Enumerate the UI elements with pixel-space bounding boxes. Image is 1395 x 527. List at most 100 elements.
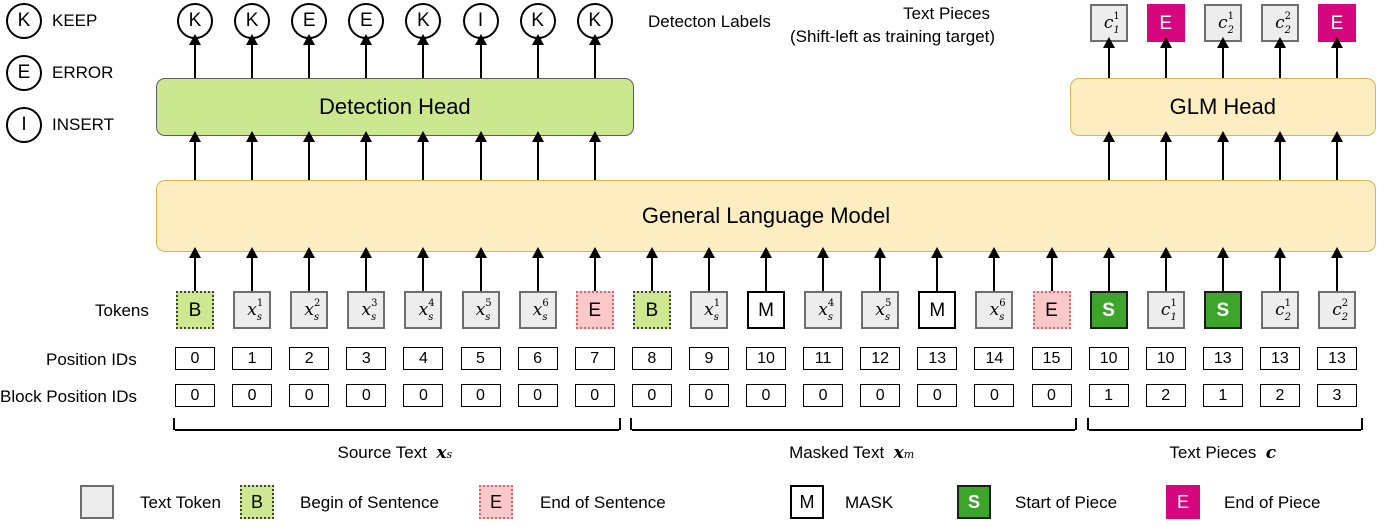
- input-token: E: [1032, 291, 1071, 329]
- backbone-input-arrow: [308, 256, 311, 291]
- glm-output-token: E: [1146, 4, 1185, 42]
- block-position-id-cell: 0: [175, 384, 215, 407]
- backbone-input-arrow: [251, 256, 254, 291]
- legend-swatch-text-token: [80, 485, 114, 519]
- detection-labels-caption: Detecton Labels: [648, 12, 771, 31]
- input-token: M: [918, 291, 957, 329]
- detection-head-input-arrow: [422, 140, 425, 180]
- block-position-id-cell: 0: [917, 384, 958, 407]
- legend-swatch-end-of-piece: E: [1166, 485, 1200, 519]
- detection-label: E: [291, 3, 328, 39]
- glm-head-input-arrow: [1164, 140, 1167, 180]
- segment-label: Masked Text xm: [789, 443, 915, 463]
- detection-label-arrow: [308, 43, 311, 78]
- position-id-cell: 0: [175, 347, 215, 370]
- position-id-cell: 13: [917, 347, 958, 370]
- detection-label-arrow: [365, 43, 368, 78]
- glm-output-arrow: [1107, 46, 1110, 78]
- backbone-input-arrow: [365, 256, 368, 291]
- backbone-input-arrow: [1221, 256, 1224, 291]
- position-id-cell: 6: [517, 347, 558, 370]
- legend-label-error: ERROR: [52, 63, 114, 82]
- position-id-cell: 10: [1145, 347, 1186, 370]
- legend-text-begin-of-sentence: Begin of Sentence: [300, 493, 439, 512]
- backbone-input-arrow: [1336, 256, 1338, 291]
- block-position-id-cell: 0: [746, 384, 786, 407]
- position-id-cell: 13: [1202, 347, 1243, 370]
- backbone-input-arrow: [1050, 256, 1053, 291]
- block-position-id-cell: 1: [1088, 384, 1129, 407]
- glm-head-input-arrow: [1278, 140, 1281, 180]
- input-token: E: [575, 291, 614, 329]
- legend-label-insert: INSERT: [52, 115, 115, 134]
- position-id-cell: 2: [289, 347, 330, 370]
- segment-label: Source Text xs: [337, 443, 453, 463]
- text-pieces-caption-line2: (Shift-left as training target): [790, 27, 996, 46]
- legend-circle-insert: I: [6, 107, 42, 143]
- block-position-id-cell: 0: [803, 384, 844, 407]
- input-token: M: [747, 291, 785, 329]
- backbone-input-arrow: [1278, 256, 1281, 291]
- detection-label: K: [405, 3, 442, 39]
- glm-output-token: E: [1318, 4, 1356, 42]
- legend-circle-keep: K: [6, 3, 42, 39]
- text-pieces-caption-line1: Text Pieces: [903, 4, 990, 23]
- position-id-cell: 10: [746, 347, 786, 370]
- block-position-id-cell: 0: [232, 384, 273, 407]
- backbone-input-arrow: [936, 256, 939, 291]
- segment-bracket: [1086, 418, 1363, 431]
- glm-output-arrow: [1221, 46, 1224, 78]
- detection-head-input-arrow: [479, 140, 482, 180]
- backbone-input-arrow: [1164, 256, 1167, 291]
- backbone-input-arrow: [822, 256, 825, 291]
- position-id-cell: 9: [688, 347, 729, 370]
- block-position-id-cell: 3: [1317, 384, 1357, 407]
- legend-swatch-mask: M: [790, 485, 824, 519]
- segment-label: Text Pieces c: [1169, 443, 1277, 463]
- backbone-input-arrow: [593, 256, 596, 291]
- detection-head-input-arrow: [365, 140, 368, 180]
- position-ids-row-label: Position IDs: [46, 350, 137, 369]
- detection-head-input-arrow: [251, 140, 254, 180]
- detection-label-arrow: [194, 43, 196, 78]
- backbone-input-arrow: [879, 256, 882, 291]
- legend-text-end-of-piece: End of Piece: [1224, 493, 1321, 512]
- input-token: S: [1089, 291, 1128, 329]
- block-position-id-cell: 0: [688, 384, 729, 407]
- block-position-id-cell: 0: [346, 384, 387, 407]
- input-token: B: [176, 291, 214, 329]
- detection-label: I: [462, 3, 499, 39]
- general-language-model-box: General Language Model: [156, 180, 1376, 252]
- position-id-cell: 11: [803, 347, 844, 370]
- block-position-ids-row-label: Block Position IDs: [0, 387, 137, 406]
- block-position-id-cell: 2: [1145, 384, 1186, 407]
- detection-label-arrow: [536, 43, 539, 78]
- block-position-id-cell: 0: [289, 384, 330, 407]
- backbone-input-arrow: [707, 256, 710, 291]
- glm-head-input-arrow: [1336, 140, 1338, 180]
- position-id-cell: 13: [1317, 347, 1357, 370]
- segment-bracket: [173, 418, 621, 431]
- backbone-input-arrow: [536, 256, 539, 291]
- detection-label: K: [519, 3, 556, 39]
- block-position-id-cell: 0: [403, 384, 444, 407]
- position-id-cell: 15: [1031, 347, 1072, 370]
- position-id-cell: 12: [860, 347, 901, 370]
- position-id-cell: 5: [460, 347, 501, 370]
- detection-head-input-arrow: [194, 140, 196, 180]
- legend-swatch-begin-of-sentence: B: [240, 485, 274, 519]
- legend-swatch-end-of-sentence: E: [479, 485, 513, 519]
- glm-output-arrow: [1278, 46, 1281, 78]
